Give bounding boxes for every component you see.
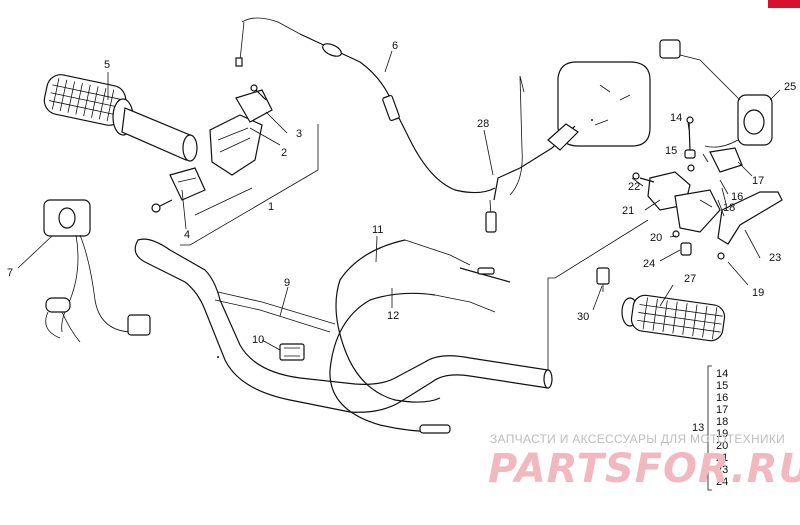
- callout-17: 17: [752, 175, 764, 187]
- callout-15: 15: [665, 145, 677, 157]
- callout-18: 18: [723, 202, 735, 214]
- callout-24: 24: [643, 258, 655, 270]
- callout-12: 12: [387, 310, 399, 322]
- callout-14: 14: [670, 112, 682, 124]
- kit-list-item: 18: [716, 416, 728, 428]
- kit-list-item: 20: [716, 440, 728, 452]
- callout-10: 10: [252, 334, 264, 346]
- watermark-caption: ЗАПЧАСТИ И АКСЕССУАРЫ ДЛЯ МОТОТЕХНИКИ: [490, 432, 785, 446]
- callout-16: 16: [731, 191, 743, 203]
- callout-7: 7: [7, 267, 13, 279]
- callout-3: 3: [296, 128, 302, 140]
- kit-list-item: 17: [716, 404, 728, 416]
- left-grip: [43, 74, 198, 162]
- brake-lever-assembly: [547, 116, 783, 370]
- kit-list-label: 13: [692, 422, 704, 434]
- kit-list: 13 14 15 16 17 18 19 20 21 23 24: [692, 368, 728, 488]
- kit-list-item: 23: [716, 464, 728, 476]
- left-switch-assembly: [43, 199, 151, 343]
- kit-bracket: [707, 365, 712, 491]
- kit-list-item: 15: [716, 380, 728, 392]
- callout-19: 19: [752, 287, 764, 299]
- kit-list-item: 14: [716, 368, 728, 380]
- watermark: ЗАПЧАСТИ И АКСЕССУАРЫ ДЛЯ МОТОТЕХНИКИ PA…: [488, 432, 800, 492]
- callout-1: 1: [268, 201, 274, 213]
- throttle-housing: [151, 84, 319, 246]
- callout-22: 22: [628, 181, 640, 193]
- kit-list-item: 24: [716, 476, 728, 488]
- watermark-brand: PARTSFOR.RU: [488, 446, 800, 492]
- callout-30: 30: [577, 311, 589, 323]
- kit-list-item: 16: [716, 392, 728, 404]
- dot: [591, 119, 593, 121]
- leader-lines: [17, 50, 781, 351]
- callout-4: 4: [184, 229, 190, 241]
- handlebar: [134, 238, 553, 413]
- callout-23: 23: [769, 252, 781, 264]
- callout-labels: 1 2 3 4 5 6 7 9 10 11 12 28 14 15 16 17 …: [7, 40, 796, 346]
- callout-5: 5: [104, 59, 110, 71]
- control-cables: [329, 239, 511, 434]
- kit-list-item: 21: [716, 452, 728, 464]
- corner-accent: [768, 0, 800, 8]
- callout-21: 21: [622, 205, 634, 217]
- crossbar-clamp: [279, 343, 305, 361]
- callout-9: 9: [284, 277, 290, 289]
- callout-27: 27: [684, 273, 696, 285]
- right-switch-assembly: [659, 39, 773, 148]
- callout-28: 28: [477, 118, 489, 130]
- callout-2: 2: [281, 147, 287, 159]
- throttle-cable: [235, 17, 496, 194]
- callout-11: 11: [372, 224, 383, 236]
- callout-20: 20: [650, 232, 662, 244]
- dot: [217, 356, 219, 358]
- callout-6: 6: [392, 40, 398, 52]
- kit-list-item: 19: [716, 428, 728, 440]
- callout-25: 25: [784, 81, 796, 93]
- right-grip: [596, 267, 726, 342]
- mirror: [485, 61, 651, 233]
